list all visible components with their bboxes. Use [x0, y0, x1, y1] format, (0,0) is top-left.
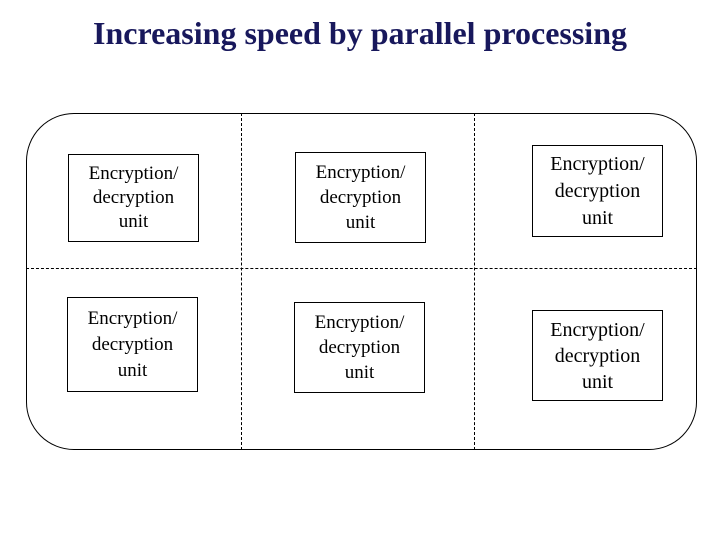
parallel-processor-body: [26, 113, 697, 450]
page-title: Increasing speed by parallel processing: [93, 15, 627, 51]
encryption-decryption-unit-r1c1: Encryption/ decryption unit: [68, 154, 199, 242]
unit-label: Encryption/ decryption unit: [88, 163, 179, 232]
unit-label: Encryption/ decryption unit: [315, 162, 406, 233]
divider-vertical-2: [474, 113, 475, 450]
encryption-decryption-unit-r2c3: Encryption/ decryption unit: [532, 310, 663, 401]
encryption-decryption-unit-r1c2: Encryption/ decryption unit: [295, 152, 426, 243]
encryption-decryption-unit-r2c1: Encryption/ decryption unit: [67, 297, 198, 392]
encryption-decryption-unit-r1c3: Encryption/ decryption unit: [532, 145, 663, 237]
unit-label: Encryption/ decryption unit: [314, 312, 405, 383]
unit-label: Encryption/ decryption unit: [550, 152, 645, 229]
unit-label: Encryption/ decryption unit: [550, 318, 645, 393]
divider-horizontal-1: [26, 268, 697, 269]
unit-label: Encryption/ decryption unit: [87, 307, 178, 381]
divider-vertical-1: [241, 113, 242, 450]
encryption-decryption-unit-r2c2: Encryption/ decryption unit: [294, 302, 425, 393]
